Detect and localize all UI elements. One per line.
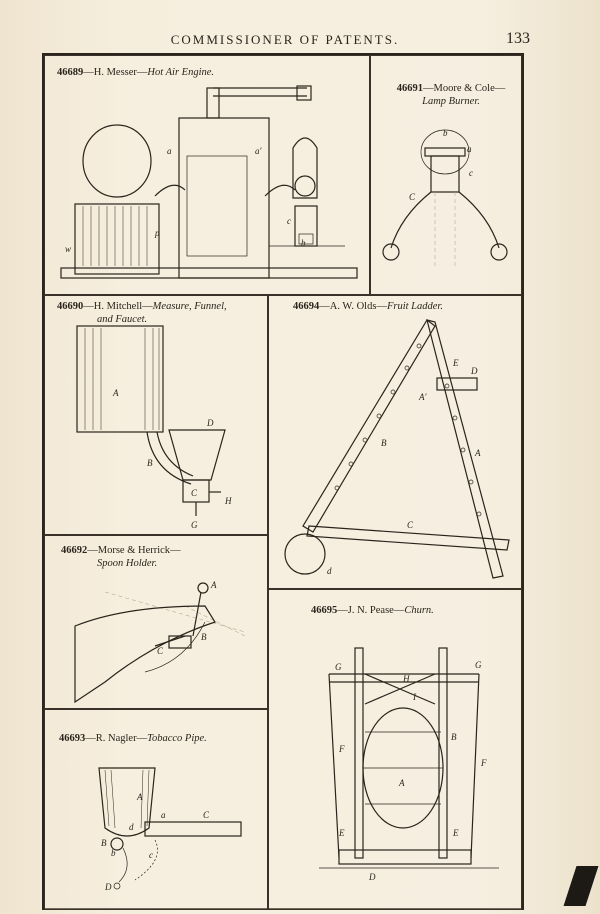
- churn-drawing: G H G I F B F A E E D: [319, 647, 499, 882]
- panel-46694: 46694—A. W. Olds—Fruit Ladder. E D: [268, 295, 522, 589]
- label-c: c: [469, 168, 473, 178]
- measure-shading: [84, 328, 160, 430]
- label-G-right: G: [475, 660, 482, 670]
- label-B: B: [147, 458, 153, 468]
- invention-name: Tobacco Pipe.: [147, 733, 207, 744]
- label-A: A: [112, 388, 119, 398]
- inventor: R. Nagler: [95, 733, 137, 744]
- patent-number: 46694: [293, 301, 320, 312]
- label-G: G: [191, 520, 198, 530]
- page-number: 133: [506, 30, 530, 47]
- label-a: a: [167, 146, 172, 156]
- patent-number: 46695: [311, 605, 338, 616]
- label-D: D: [368, 872, 376, 882]
- caption-46690: 46690—H. Mitchell—Measure, Funnel, and F…: [57, 301, 227, 325]
- panel-46690: 46690—H. Mitchell—Measure, Funnel, and F…: [44, 295, 268, 535]
- label-b: b: [301, 238, 306, 248]
- label-C: C: [157, 646, 164, 656]
- label-A: A: [474, 448, 481, 458]
- running-title: COMMISSIONER OF PATENTS.: [170, 32, 400, 47]
- measure-drawing: A D B C H G: [76, 325, 232, 530]
- panel-46692: 46692—Morse & Herrick— Spoon Holder. A B…: [44, 535, 268, 709]
- boiler-tubes: [82, 206, 148, 266]
- invention-name: Fruit Ladder.: [386, 301, 443, 312]
- label-D: D: [470, 366, 478, 376]
- label-a: a: [161, 810, 166, 820]
- page-header: COMMISSIONER OF PATENTS. 133: [40, 30, 530, 50]
- label-B: B: [101, 838, 107, 848]
- label-H: H: [224, 496, 232, 506]
- label-c: c: [287, 216, 291, 226]
- panel-46689: 46689—H. Messer—Hot Air Engine.: [44, 55, 370, 295]
- invention-name-cont: and Faucet.: [97, 314, 148, 325]
- caption-46689: 46689—H. Messer—Hot Air Engine.: [57, 67, 215, 78]
- inventor: Morse & Herrick: [97, 545, 171, 556]
- label-B: B: [451, 732, 457, 742]
- patent-number: 46690: [57, 301, 84, 312]
- caption-46693: 46693—R. Nagler—Tobacco Pipe.: [59, 733, 207, 744]
- label-c: c: [149, 850, 153, 860]
- panel-46695: 46695—J. N. Pease—Churn. G H G I: [268, 589, 522, 910]
- label-d: d: [327, 566, 332, 576]
- label-H: H: [402, 674, 410, 684]
- label-b: b: [443, 128, 448, 138]
- label-w: w: [65, 244, 71, 254]
- label-A: A: [398, 778, 405, 788]
- label-A: A: [136, 792, 143, 802]
- label-E: E: [452, 358, 459, 368]
- label-C: C: [409, 192, 416, 202]
- scan-edge-shadow: [563, 866, 599, 906]
- label-A: A: [210, 580, 217, 590]
- panel-46693: 46693—R. Nagler—Tobacco Pipe. A a C d B …: [44, 709, 268, 910]
- invention-name: Lamp Burner.: [422, 96, 480, 107]
- invention-name: Churn.: [404, 605, 434, 616]
- spoon-holder-drawing: A B C: [74, 580, 246, 704]
- ladder-rungs: [334, 343, 482, 517]
- caption-46691: 46691—Moore & Cole— Lamp Burner.: [396, 83, 506, 107]
- label-G-left: G: [335, 662, 342, 672]
- inventor: J. N. Pease: [347, 605, 394, 616]
- label-B: B: [201, 632, 207, 642]
- label-D: D: [104, 882, 112, 892]
- panel-46691: 46691—Moore & Cole— Lamp Burner. b a c C: [370, 55, 522, 295]
- caption-46695: 46695—J. N. Pease—Churn.: [311, 605, 434, 616]
- label-b: b: [111, 848, 116, 858]
- patent-number: 46693: [59, 733, 86, 744]
- inventor: A. W. Olds: [329, 301, 377, 312]
- patent-number: 46691: [396, 83, 423, 94]
- label-F-left: F: [338, 744, 345, 754]
- bowl-shading: [104, 769, 150, 829]
- engine-drawing: a a' p c b w: [60, 85, 358, 279]
- fruit-ladder-drawing: E D A' B A C d: [284, 319, 510, 579]
- label-D: D: [206, 418, 214, 428]
- invention-name: Hot Air Engine.: [147, 67, 215, 78]
- lamp-burner-drawing: b a c C: [382, 128, 508, 266]
- label-E-right: E: [452, 828, 459, 838]
- label-F-right: F: [480, 758, 487, 768]
- label-B: B: [381, 438, 387, 448]
- caption-46694: 46694—A. W. Olds—Fruit Ladder.: [293, 301, 443, 312]
- label-E-left: E: [338, 828, 345, 838]
- inventor: Moore & Cole: [433, 83, 495, 94]
- patent-number: 46689: [57, 67, 84, 78]
- illustration-frame: 46689—H. Messer—Hot Air Engine.: [42, 53, 524, 910]
- label-I: I: [412, 692, 417, 702]
- caption-46692: 46692—Morse & Herrick— Spoon Holder.: [61, 545, 181, 569]
- label-A-prime: A': [418, 392, 427, 402]
- label-a-prime: a': [255, 146, 263, 156]
- label-a: a: [467, 144, 472, 154]
- label-d: d: [129, 822, 134, 832]
- label-C: C: [203, 810, 210, 820]
- tobacco-pipe-drawing: A a C d B b c D: [98, 767, 242, 892]
- label-C: C: [191, 488, 198, 498]
- invention-name: Measure, Funnel,: [152, 301, 227, 312]
- inventor: H. Mitchell: [93, 301, 143, 312]
- patent-number: 46692: [61, 545, 88, 556]
- inventor: H. Messer: [93, 67, 137, 78]
- label-C: C: [407, 520, 414, 530]
- label-p: p: [154, 228, 160, 238]
- invention-name: Spoon Holder.: [97, 558, 158, 569]
